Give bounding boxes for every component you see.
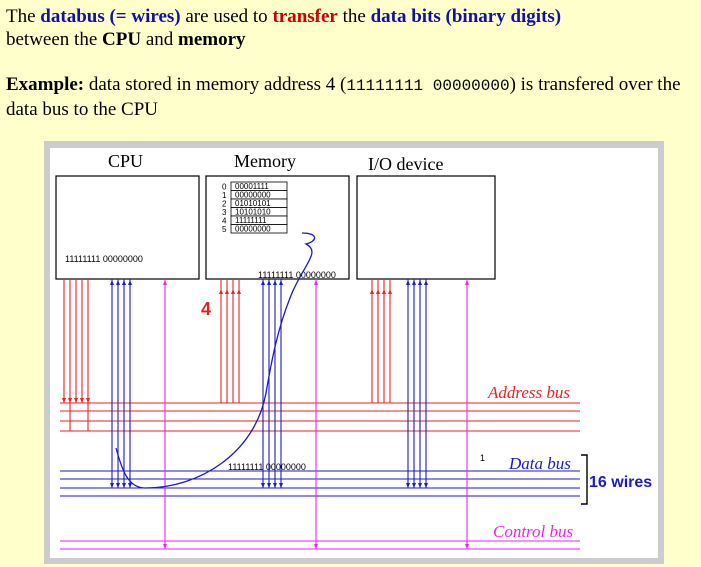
transfer-term: transfer <box>272 6 338 27</box>
data-bus-marker: 1 <box>480 453 485 463</box>
address-arrow <box>74 398 78 403</box>
intro-text: are used to <box>185 6 268 27</box>
data-arrow <box>418 483 422 488</box>
bus-diagram: CPU Memory I/O device 11111111 00000000 … <box>50 148 658 558</box>
data-arrow <box>406 483 410 488</box>
memory-term: memory <box>178 29 246 50</box>
memory-cell-value: 00000000 <box>235 225 271 234</box>
memory-label: Memory <box>234 151 296 171</box>
address-arrow <box>370 289 374 294</box>
memory-cell-value: 01010101 <box>235 199 271 208</box>
control-arrow <box>163 544 167 549</box>
data-bus-label: Data bus <box>508 454 571 473</box>
data-arrow <box>261 483 265 488</box>
memory-address-label: 4 <box>222 217 227 226</box>
intro-paragraph: The databus (= wires) are used to transf… <box>6 5 696 51</box>
memory-cell-value: 11111111 <box>235 216 267 225</box>
data-arrow <box>110 483 114 488</box>
data-arrow <box>116 280 120 285</box>
wires-label: 16 wires <box>589 474 652 491</box>
transfer-path <box>115 232 316 489</box>
example-bits: 11111111 00000000 <box>346 77 510 95</box>
io-device-box <box>356 175 496 280</box>
data-arrow <box>412 483 416 488</box>
data-arrow <box>128 483 132 488</box>
address-arrow <box>231 289 235 294</box>
io-device-label: I/O device <box>368 154 443 174</box>
databus-value: 11111111 00000000 <box>228 462 306 472</box>
address-bus <box>60 279 580 432</box>
intro-text: between the <box>6 29 98 50</box>
data-arrow <box>279 280 283 285</box>
data-arrow <box>116 483 120 488</box>
control-arrow <box>465 280 469 285</box>
intro-text: The <box>6 6 36 27</box>
data-arrow <box>279 483 283 488</box>
control-arrow <box>314 280 318 285</box>
memory-address-label: 1 <box>222 191 227 200</box>
example-text: ) is transfered over the data bus to the… <box>6 74 681 120</box>
data-arrow <box>406 280 410 285</box>
address-arrow <box>237 289 241 294</box>
control-bus-label: Control bus <box>493 522 574 541</box>
data-arrow <box>273 280 277 285</box>
wires-bracket <box>581 454 588 505</box>
memory-address-label: 5 <box>222 225 227 234</box>
data-arrow <box>418 280 422 285</box>
data-arrow <box>128 280 132 285</box>
cpu-term: CPU <box>102 29 142 50</box>
memory-cell-value: 00000000 <box>235 191 271 200</box>
address-arrow <box>382 289 386 294</box>
address-arrow <box>388 289 392 294</box>
memory-address-label: 0 <box>222 183 227 192</box>
data-arrow <box>122 483 126 488</box>
intro-text: the <box>342 6 366 27</box>
data-arrow <box>261 280 265 285</box>
data-arrow <box>273 483 277 488</box>
address-value: 4 <box>201 299 211 319</box>
data-arrow <box>110 280 114 285</box>
control-bus <box>60 279 580 550</box>
databus-term: databus (= wires) <box>40 6 181 27</box>
memory-cell <box>230 224 288 234</box>
address-arrow <box>86 398 90 403</box>
cpu-label: CPU <box>108 151 143 171</box>
data-bus <box>60 279 580 497</box>
control-arrow <box>163 280 167 285</box>
databits-term: data bits (binary digits) <box>370 6 562 27</box>
address-arrow <box>376 289 380 294</box>
cpu-box <box>55 175 200 280</box>
memory-cell-value: 10101010 <box>235 208 271 217</box>
memory-output-value: 11111111 00000000 <box>258 270 336 280</box>
data-arrow <box>424 483 428 488</box>
example-label: Example: <box>6 74 85 95</box>
address-bus-label: Address bus <box>487 383 570 402</box>
address-arrow <box>62 398 66 403</box>
data-arrow <box>424 280 428 285</box>
address-arrow <box>219 289 223 294</box>
data-arrow <box>267 483 271 488</box>
address-arrow <box>80 398 84 403</box>
memory-cell-value: 00001111 <box>235 182 269 191</box>
cpu-register-value: 11111111 00000000 <box>65 254 143 264</box>
intro-text: and <box>145 29 174 50</box>
memory-address-label: 3 <box>222 208 227 217</box>
data-arrow <box>412 280 416 285</box>
control-arrow <box>314 544 318 549</box>
control-arrow <box>465 544 469 549</box>
address-arrow <box>68 398 72 403</box>
example-text: data stored in memory address 4 ( <box>88 74 347 95</box>
memory-table: 0000111100000000010101010121010101031111… <box>222 181 288 234</box>
example-paragraph: Example: data stored in memory address 4… <box>6 73 696 121</box>
data-arrow <box>267 280 271 285</box>
memory-address-label: 2 <box>222 200 227 209</box>
data-arrow <box>122 280 126 285</box>
address-arrow <box>225 289 229 294</box>
